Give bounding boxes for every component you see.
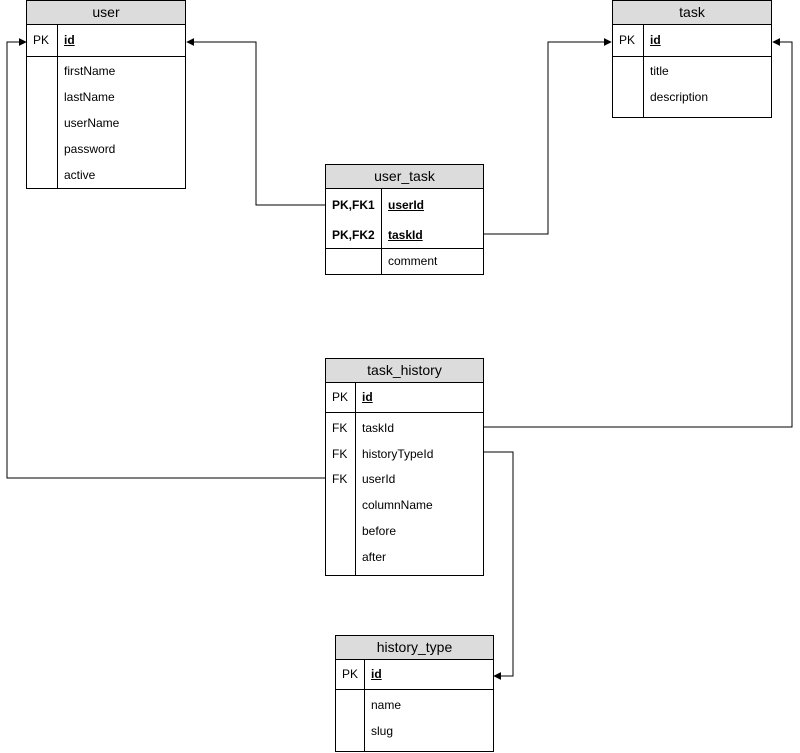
history-type-pk-field: id <box>371 667 382 681</box>
task-history-key-label: FK <box>332 421 348 435</box>
link-task-history-to-user <box>6 38 325 479</box>
user-pk-field: id <box>64 33 75 47</box>
task-history-field: userId <box>362 472 396 486</box>
task-history-pk-field: id <box>362 390 373 404</box>
task-entity: task PK id title description <box>612 0 772 118</box>
task-history-field: after <box>362 550 387 564</box>
history-type-entity-title: history_type <box>336 636 493 660</box>
history-type-entity: history_type PK id name slug <box>335 635 494 752</box>
user-field: lastName <box>64 90 115 104</box>
task-history-field: before <box>362 524 397 538</box>
task-field: title <box>650 64 669 78</box>
task-history-key-label: FK <box>332 447 348 461</box>
history-type-pk-label: PK <box>342 667 359 681</box>
user-task-field: comment <box>388 254 438 268</box>
task-entity-title: task <box>613 1 771 25</box>
link-user-task-to-task <box>484 38 612 235</box>
task-history-field: taskId <box>362 421 395 435</box>
task-field: description <box>650 90 709 104</box>
link-task-history-to-task <box>484 38 793 428</box>
task-history-entity: task_history PK id FK taskId FK historyTyp… <box>325 358 484 576</box>
history-type-field: slug <box>371 724 394 738</box>
user-entity-title: user <box>27 1 185 25</box>
user-task-entity-title: user_task <box>326 165 483 189</box>
task-history-entity-title: task_history <box>326 359 483 383</box>
user-entity: user PK id firstName lastName userName p… <box>26 0 186 189</box>
link-user-task-to-user <box>186 38 325 206</box>
user-task-key-field: userId <box>388 198 425 212</box>
user-field: userName <box>64 116 120 130</box>
task-history-field: columnName <box>362 498 433 512</box>
user-field: active <box>64 168 96 182</box>
task-history-key-label: FK <box>332 472 348 486</box>
user-field: password <box>64 142 116 156</box>
user-task-key-label: PK,FK1 <box>332 198 375 212</box>
link-task-history-to-history-type <box>484 451 514 680</box>
task-pk-field: id <box>650 33 661 47</box>
task-pk-label: PK <box>619 33 636 47</box>
history-type-field: name <box>371 698 402 712</box>
user-task-entity: user_task PK,FK1 userId PK,FK2 taskId co… <box>325 164 484 275</box>
user-task-key-label: PK,FK2 <box>332 228 375 242</box>
user-pk-label: PK <box>33 33 50 47</box>
user-field: firstName <box>64 64 116 78</box>
task-history-pk-label: PK <box>332 390 349 404</box>
task-history-field: historyTypeId <box>362 447 434 461</box>
user-task-key-field: taskId <box>388 228 423 242</box>
